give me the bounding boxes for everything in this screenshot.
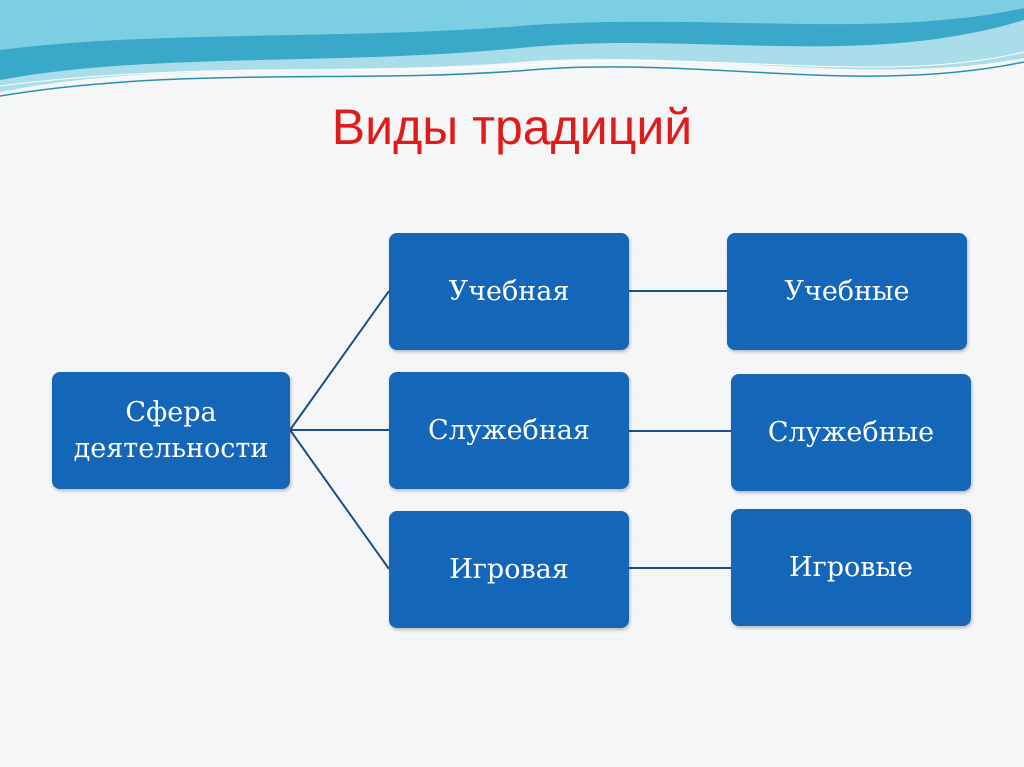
connector-root-to-uchebnaya xyxy=(289,290,390,431)
node-right-3-label: Игровые xyxy=(789,551,913,583)
wave-line-2 xyxy=(0,51,1024,87)
node-middle-3-label: Игровая xyxy=(449,553,569,585)
decorative-wave-header xyxy=(0,0,1024,97)
node-right-2-label: Служебные xyxy=(767,416,935,448)
node-middle-2-label: Служебная xyxy=(428,414,590,446)
node-middle-1: Учебная xyxy=(389,233,629,350)
wave-line-1 xyxy=(0,61,1024,97)
wave-highlight-band xyxy=(0,0,1024,50)
page-title: Виды традиций xyxy=(331,99,693,155)
node-root-line1: Сфера xyxy=(125,396,217,428)
node-right-2: Служебные xyxy=(731,374,971,491)
node-middle-2: Служебная xyxy=(389,372,629,489)
node-right-3: Игровые xyxy=(731,509,971,626)
node-root: Сфера деятельности xyxy=(52,372,290,489)
node-middle-3: Игровая xyxy=(389,511,629,628)
connector-root-to-igrovaya xyxy=(289,429,390,570)
node-right-1-label: Учебные xyxy=(784,275,910,307)
node-middle-1-label: Учебная xyxy=(448,275,570,307)
node-root-line2: деятельности xyxy=(73,432,269,464)
node-right-1: Учебные xyxy=(727,233,967,350)
